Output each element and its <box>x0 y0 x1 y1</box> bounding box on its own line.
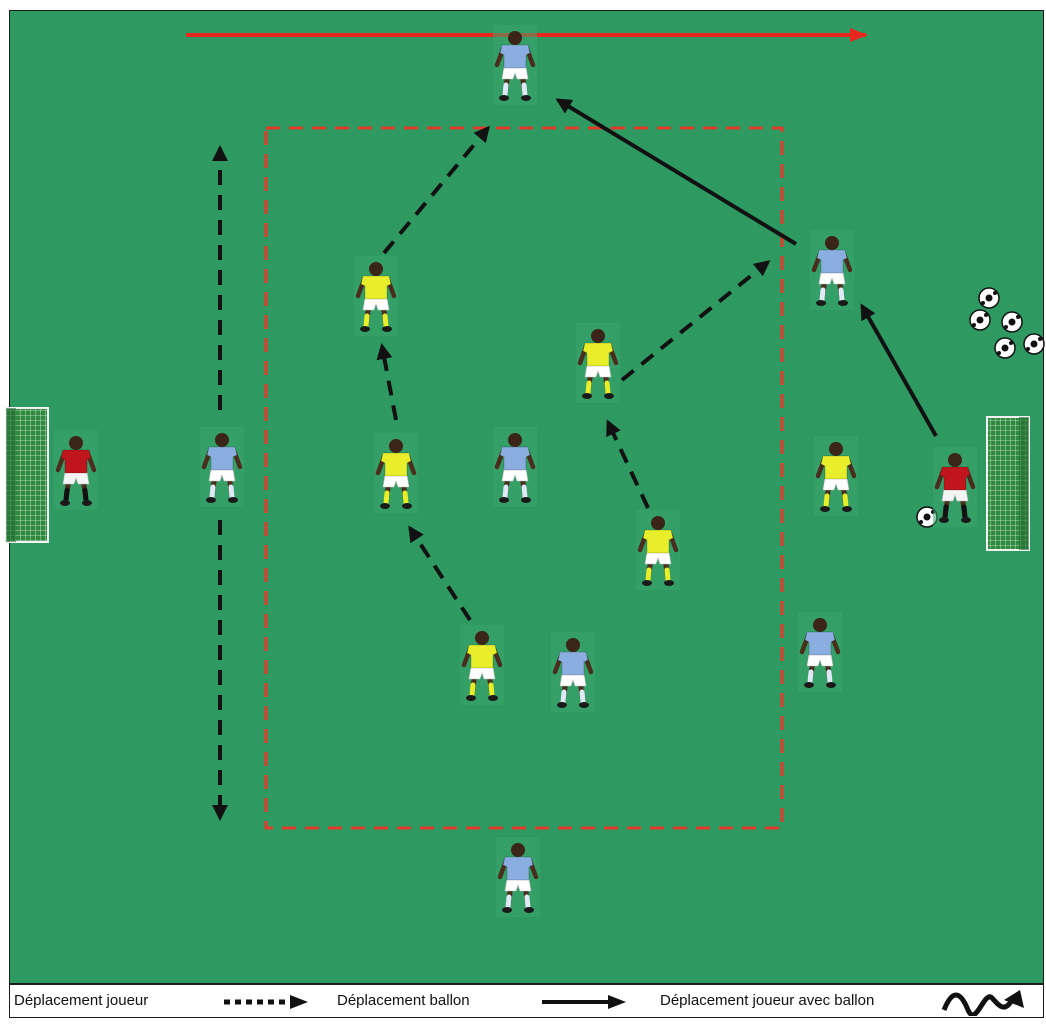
legend-dotted-arrow-icon <box>224 995 308 1009</box>
player-yellow-upper-right <box>576 323 620 403</box>
run-arrow-mid-right-up <box>606 419 650 509</box>
player-yellow-lower-left <box>460 625 504 705</box>
player-blue-left <box>200 427 244 507</box>
player-blue-right-lower <box>798 612 842 692</box>
legend-player-move-label: Déplacement joueur <box>14 992 149 1009</box>
player-yellow-mid-left <box>374 433 418 513</box>
player-blue-center <box>493 427 537 507</box>
player-yellow-mid-right <box>636 510 680 590</box>
legend-wavy-arrow-icon <box>941 990 1024 1016</box>
legend-dribble-label: Déplacement joueur avec ballon <box>660 992 875 1009</box>
run-arrow-lower-left-up <box>408 525 472 622</box>
player-blue-right-upper <box>810 230 854 310</box>
ball-stack <box>969 287 1045 359</box>
run-arrow-to-right <box>620 260 771 382</box>
legend-solid-arrow-icon <box>542 995 626 1009</box>
run-arrow-mid-left-up <box>376 343 398 421</box>
player-blue-top <box>493 25 537 105</box>
player-blue-bottom <box>496 837 540 917</box>
player-yellow-right-outside <box>814 436 858 516</box>
central-zone <box>264 126 784 830</box>
player-yellow-upper-left <box>354 256 398 336</box>
players-layer <box>54 25 977 917</box>
goalkeeper-left <box>54 430 98 510</box>
goalkeeper-right <box>933 447 977 527</box>
goal-left <box>5 407 49 543</box>
player-blue-bottom-center <box>551 632 595 712</box>
pass-arrow-to-top <box>555 98 798 246</box>
run-arrow-to-top <box>382 125 490 255</box>
goal-right <box>986 416 1030 551</box>
legend-ball-move-label: Déplacement ballon <box>337 992 470 1009</box>
legend: Déplacement joueur Déplacement ballon Dé… <box>9 984 1044 1018</box>
pass-arrow-keeper-to-right <box>860 303 938 437</box>
